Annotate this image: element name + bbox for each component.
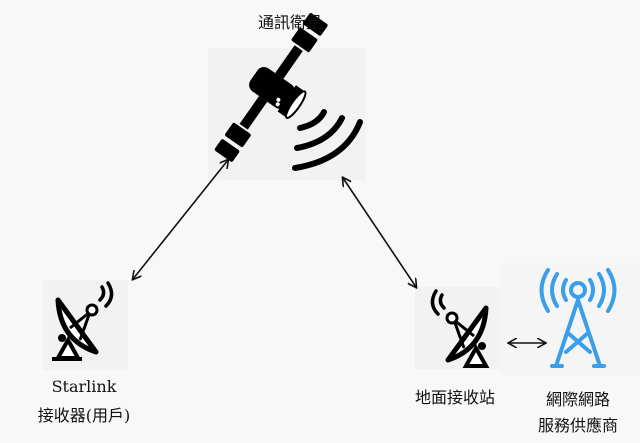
user-satellite-dish-icon (52, 281, 114, 361)
satellite-icon (214, 13, 363, 171)
radio-tower-icon (539, 268, 617, 368)
isp-label-line2: 服務供應商 (537, 416, 619, 435)
ground-station-label: 地面接收站 (414, 388, 496, 407)
link-arrow-satellite-ground (343, 178, 416, 287)
isp-label-line1: 網際網路 (545, 390, 611, 409)
link-arrow-satellite-user (133, 160, 228, 279)
satellite-label: 通訊衛星 (257, 13, 323, 32)
user-receiver-label-line2: 接收器(用戶) (37, 406, 131, 425)
ground-satellite-dish-icon (430, 289, 490, 368)
user-receiver-label-line1: Starlink (51, 377, 117, 396)
